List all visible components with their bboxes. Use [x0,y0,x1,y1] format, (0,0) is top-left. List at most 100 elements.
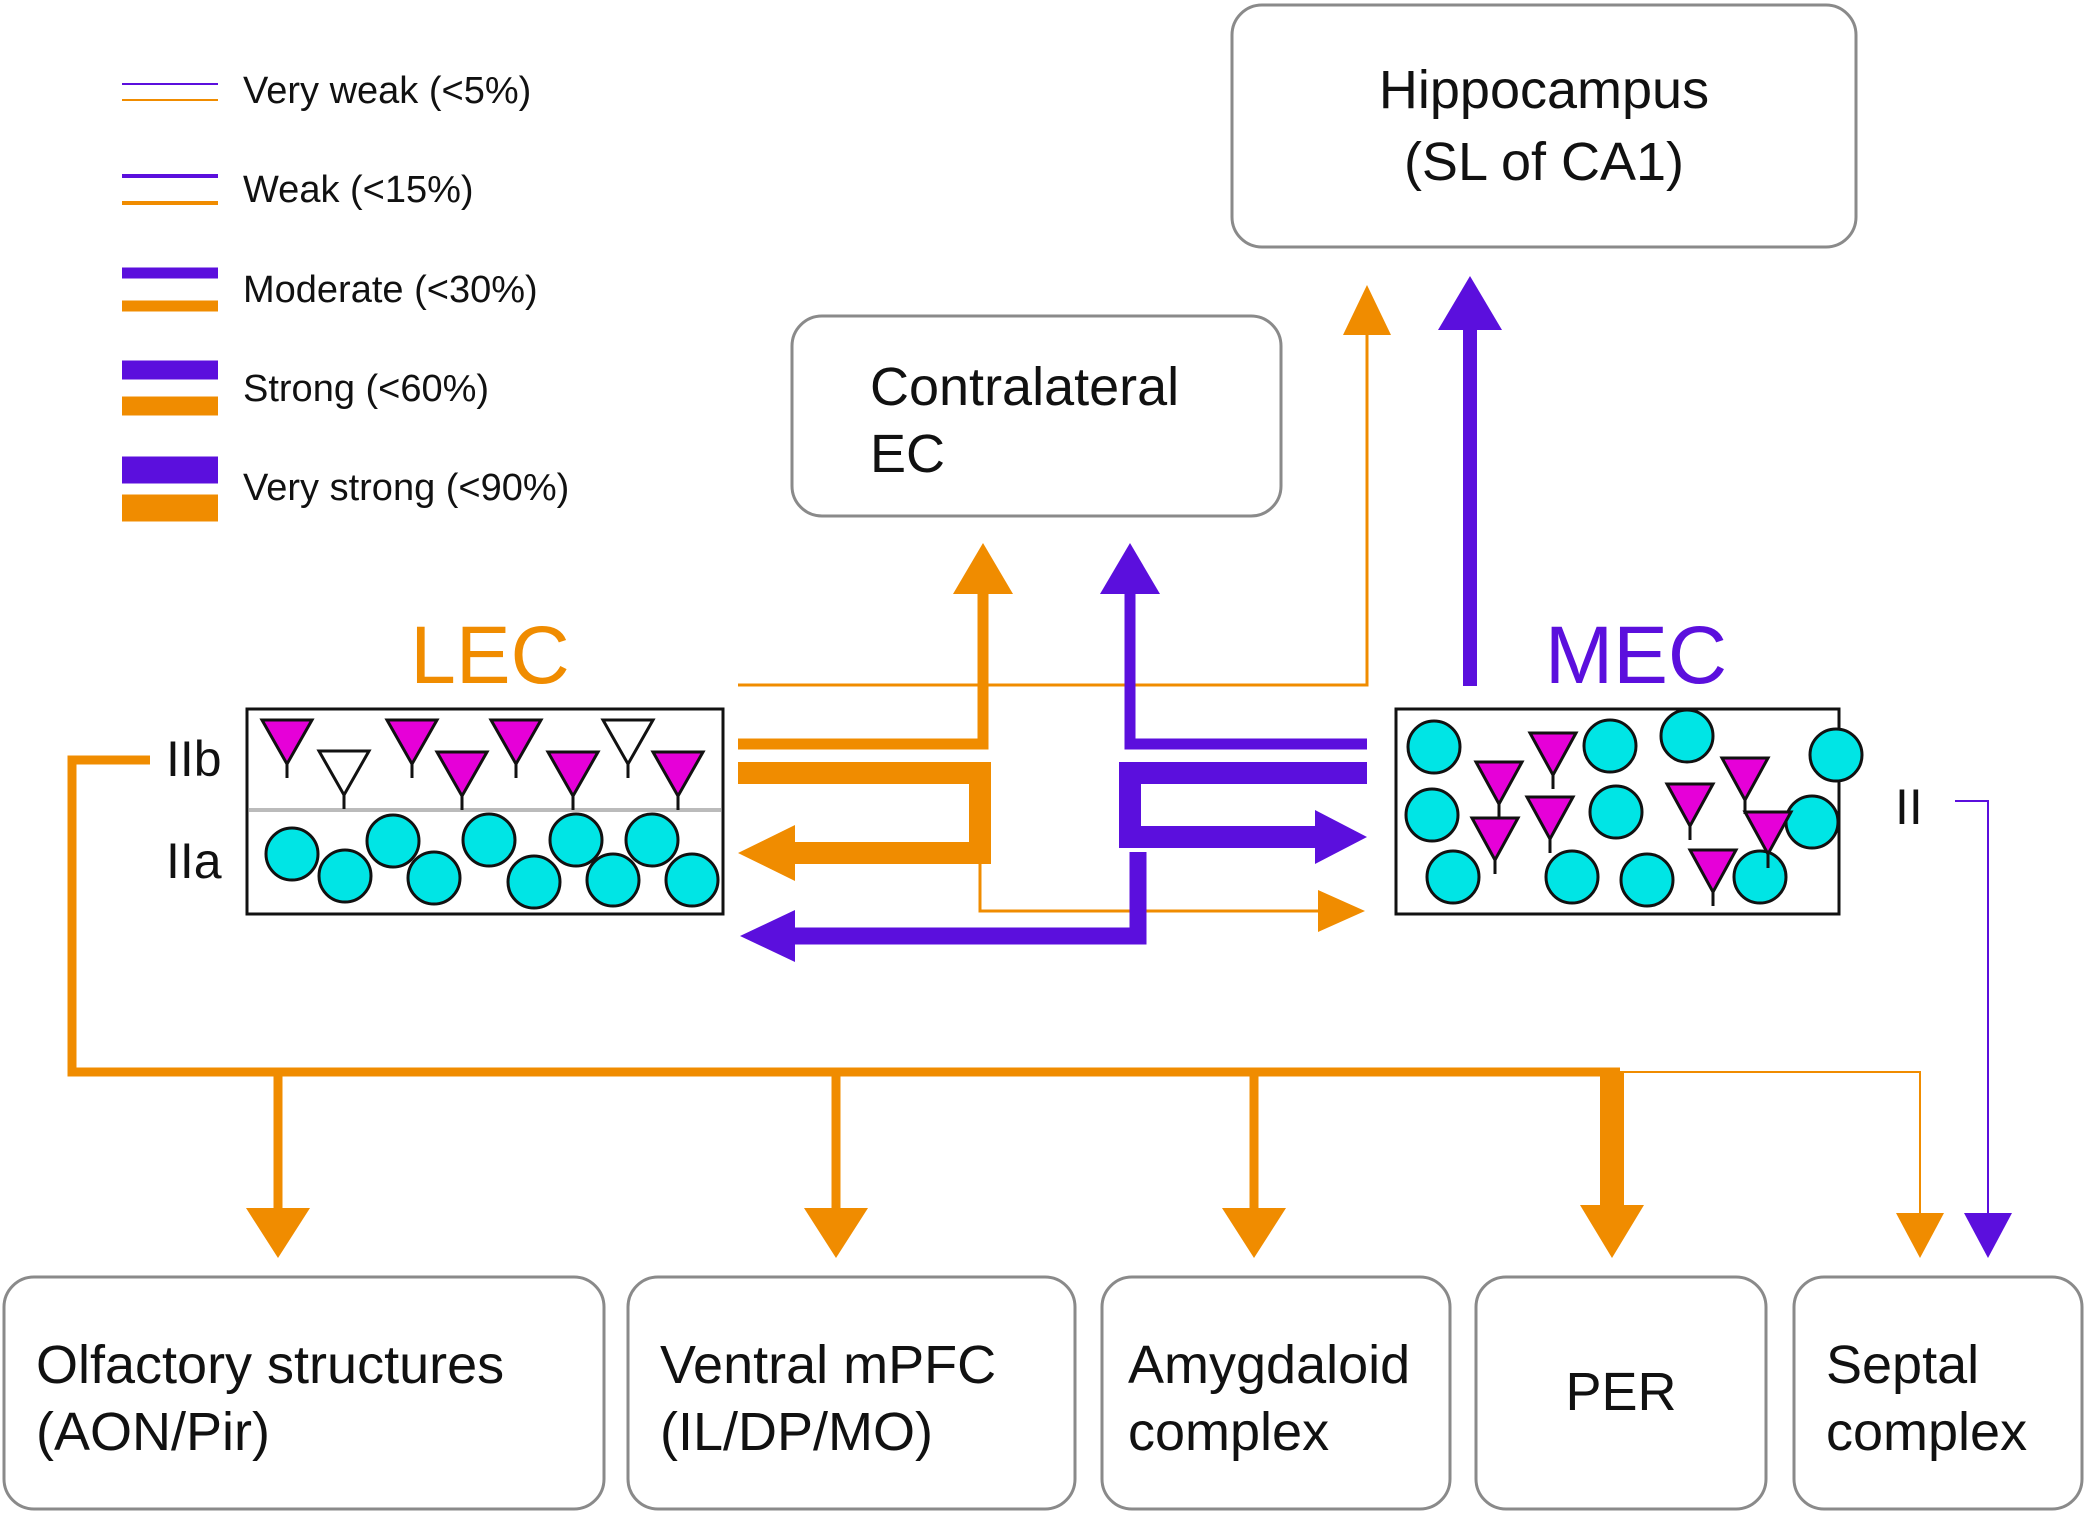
to-olfactory-arrowhead [246,1208,310,1258]
hippocampus-line1: Hippocampus [1379,60,1709,120]
lec-to-contralateral-line [738,590,989,750]
lec-pyramidal-neuron [259,718,315,768]
projections [67,276,2012,1258]
to-amygdala-arrowhead [1222,1208,1286,1258]
mec-stellate-neuron [1588,784,1644,840]
mec-intrinsic-arrowhead [1315,810,1367,864]
lec-layer-iib-label: IIb [166,731,222,787]
lec-intrinsic-arrowhead [738,825,795,881]
mec-to-lec-arrowhead [740,910,795,962]
lec-stellate-neuron [585,852,641,908]
contralateral-line2: EC [870,424,945,484]
mec-pyramidal-neuron [1473,760,1525,808]
mec-stellate-neuron [1582,718,1638,774]
lec-pyramidal-neuron [650,750,706,800]
mec-to-contralateral-line [1124,590,1367,750]
mec-stellate-neuron [1406,719,1462,775]
mec-pyramidal-neuron [1719,756,1771,804]
target-olfactory-box: Olfactory structures (AON/Pir) [2,1275,606,1511]
lec-pyramidal-neuron [384,718,440,768]
mec-stellate-neuron [1619,852,1675,908]
legend-very-strong: Very strong (<90%) [122,456,569,522]
lec-to-contralateral-arrowhead [953,543,1013,594]
mec-to-lec-line [790,852,1147,945]
target-septal-line2: complex [1826,1402,2027,1462]
mec-to-hippocampus-arrowhead [1438,276,1502,330]
lec-title: LEC [410,610,570,701]
to-septal-lec-arrowhead [1896,1213,1944,1258]
hippocampus-box: Hippocampus (SL of CA1) [1230,3,1858,249]
legend-very-weak: Very weak (<5%) [122,70,531,112]
lec-to-hippocampus-line [738,300,1369,687]
mec-pyramidal-neuron [1664,782,1716,830]
lec-stellate-neuron [624,812,680,868]
lec-to-mec-line [978,853,1320,913]
lec-cells [259,718,720,910]
mec-pyramidal-neuron [1524,795,1576,843]
lec-pyramidal-neuron [434,750,490,800]
lec-stellate-neuron [264,826,320,882]
legend-weak: Weak (<15%) [122,169,474,211]
legend-weak-label: Weak (<15%) [243,169,474,211]
lec-stellate-neuron [406,850,462,906]
target-mpfc-line1: Ventral mPFC [660,1335,996,1395]
lec-stellate-neuron [548,812,604,868]
hippocampus-line2: (SL of CA1) [1404,132,1684,192]
mec-cells [1404,708,1864,908]
to-per-arrowhead [1580,1205,1644,1258]
target-mpfc-line2: (IL/DP/MO) [660,1402,933,1462]
target-amygdala-line2: complex [1128,1402,1329,1462]
mec-stellate-neuron [1544,849,1600,905]
mec-layer-box [1394,707,1864,916]
mec-to-septal-arrowhead [1964,1213,2012,1258]
contralateral-line1: Contralateral [870,357,1179,417]
legend-very-weak-label: Very weak (<5%) [243,70,531,112]
lec-stellate-neuron [461,812,517,868]
lec-output-trunk [67,755,1620,1077]
mec-stellate-neuron [1732,849,1788,905]
lec-stellate-neuron [317,848,373,904]
mec-stellate-neuron [1808,727,1864,783]
target-olfactory-line2: (AON/Pir) [36,1402,270,1462]
legend-strong-label: Strong (<60%) [243,368,489,410]
legend: Very weak (<5%) Weak (<15%) Moderate (<3… [122,70,569,522]
lec-to-hippocampus-arrowhead [1343,285,1391,335]
lec-stellate-neuron [506,854,562,910]
to-mpfc-arrowhead [804,1208,868,1258]
legend-strong: Strong (<60%) [122,360,489,416]
target-amygdala-line1: Amygdaloid [1128,1335,1410,1395]
lec-unlabeled-neuron [600,718,656,768]
lec-unlabeled-neuron [316,749,372,799]
contralateral-ec-box: Contralateral EC [790,314,1283,518]
lec-layer-box [245,707,725,916]
lec-stellate-neuron [664,852,720,908]
target-mpfc-box: Ventral mPFC (IL/DP/MO) [626,1275,1077,1511]
target-amygdala-box: Amygdaloid complex [1100,1275,1452,1511]
mec-intrinsic-loop [1119,762,1367,848]
mec-pyramidal-neuron [1527,731,1579,779]
lec-stellate-neuron [365,813,421,869]
lec-intrinsic-loop [738,762,991,864]
target-per-box: PER [1474,1275,1768,1511]
lec-pyramidal-neuron [488,718,544,768]
mec-pyramidal-neuron [1469,816,1521,864]
target-per-line1: PER [1565,1362,1676,1422]
target-olfactory-line1: Olfactory structures [36,1335,504,1395]
lec-to-mec-arrowhead [1318,890,1365,932]
mec-to-contralateral-arrowhead [1100,543,1160,594]
target-septal-box: Septal complex [1792,1275,2084,1511]
legend-moderate-label: Moderate (<30%) [243,269,538,311]
mec-stellate-neuron [1784,794,1840,850]
lec-pyramidal-neuron [545,750,601,800]
legend-moderate: Moderate (<30%) [122,267,538,312]
mec-pyramidal-neuron [1687,848,1739,896]
target-septal-line1: Septal [1826,1335,1979,1395]
legend-very-strong-label: Very strong (<90%) [243,467,569,509]
lec-layer-iia-label: IIa [166,833,222,889]
mec-to-septal-line [1955,800,1989,1220]
mec-stellate-neuron [1659,708,1715,764]
mec-stellate-neuron [1425,849,1481,905]
mec-layer-ii-label: II [1895,779,1923,835]
mec-pyramidal-neuron [1742,810,1794,858]
